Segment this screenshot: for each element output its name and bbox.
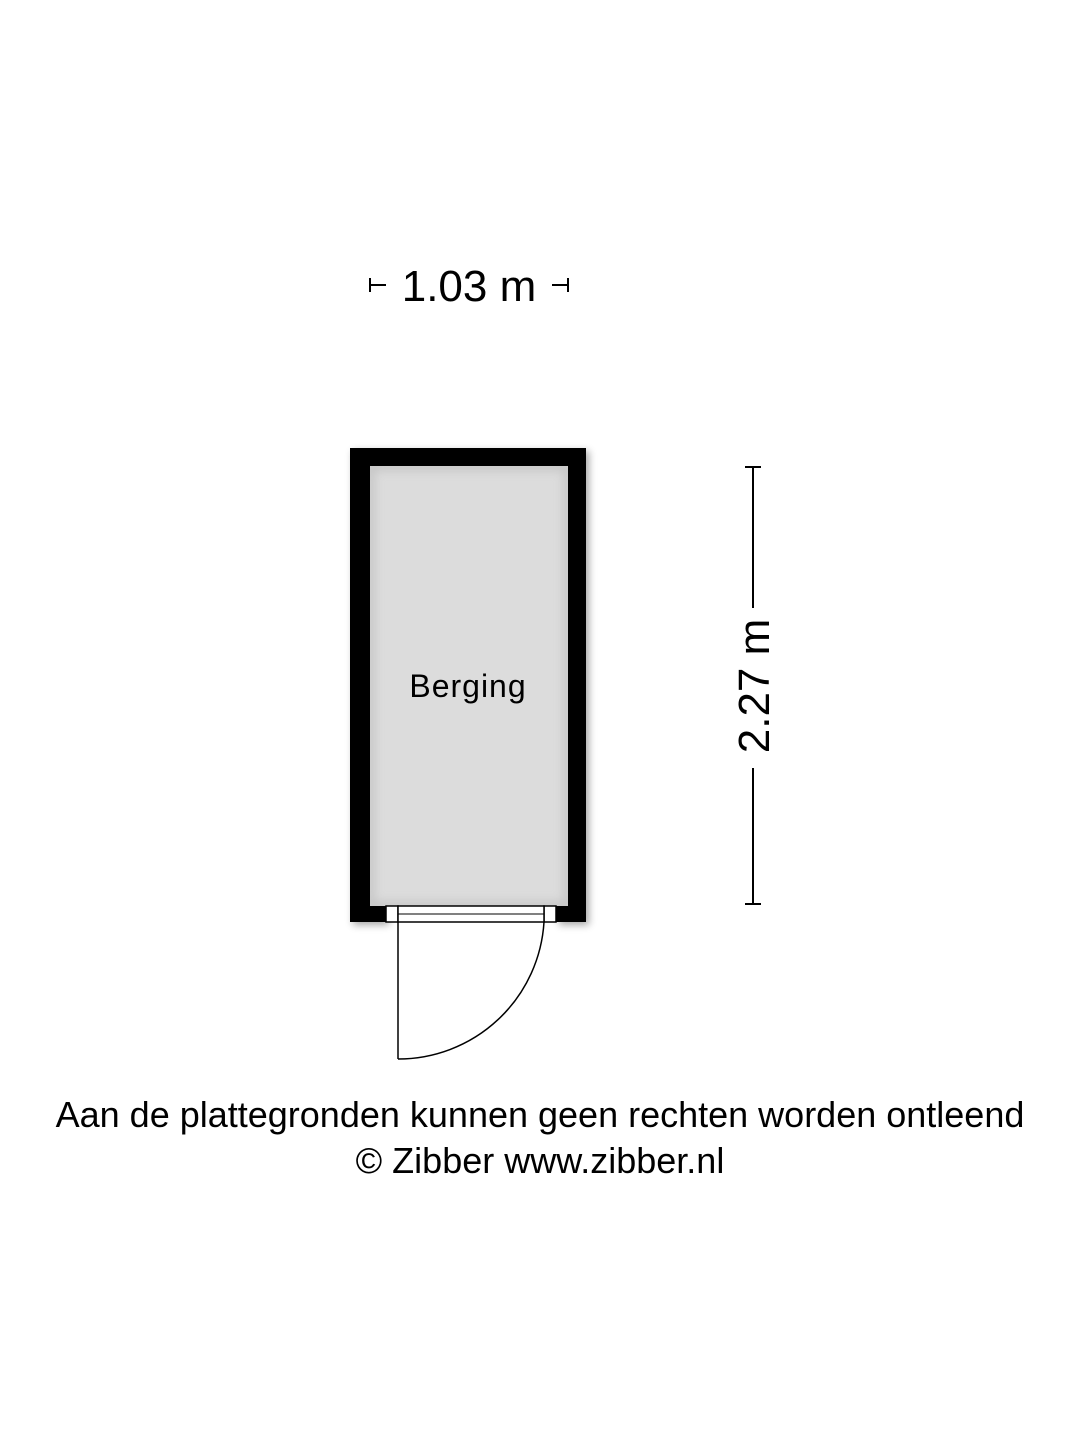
room-label: Berging bbox=[409, 668, 526, 704]
width-dimension-label: 1.03 m bbox=[402, 262, 537, 311]
door-swing-arc bbox=[397, 921, 545, 1060]
copyright-text: © Zibber www.zibber.nl bbox=[355, 1140, 725, 1181]
room-berging: Berging bbox=[350, 448, 586, 922]
height-dimension: 2.27 m bbox=[730, 466, 779, 905]
door-jamb-left bbox=[385, 905, 399, 923]
door bbox=[385, 905, 557, 1060]
room-floor bbox=[370, 466, 568, 906]
height-dimension-label: 2.27 m bbox=[730, 619, 779, 754]
width-dimension: 1.03 m bbox=[369, 262, 569, 311]
disclaimer-text: Aan de plattegronden kunnen geen rechten… bbox=[55, 1094, 1025, 1135]
door-jamb-right bbox=[543, 905, 557, 923]
